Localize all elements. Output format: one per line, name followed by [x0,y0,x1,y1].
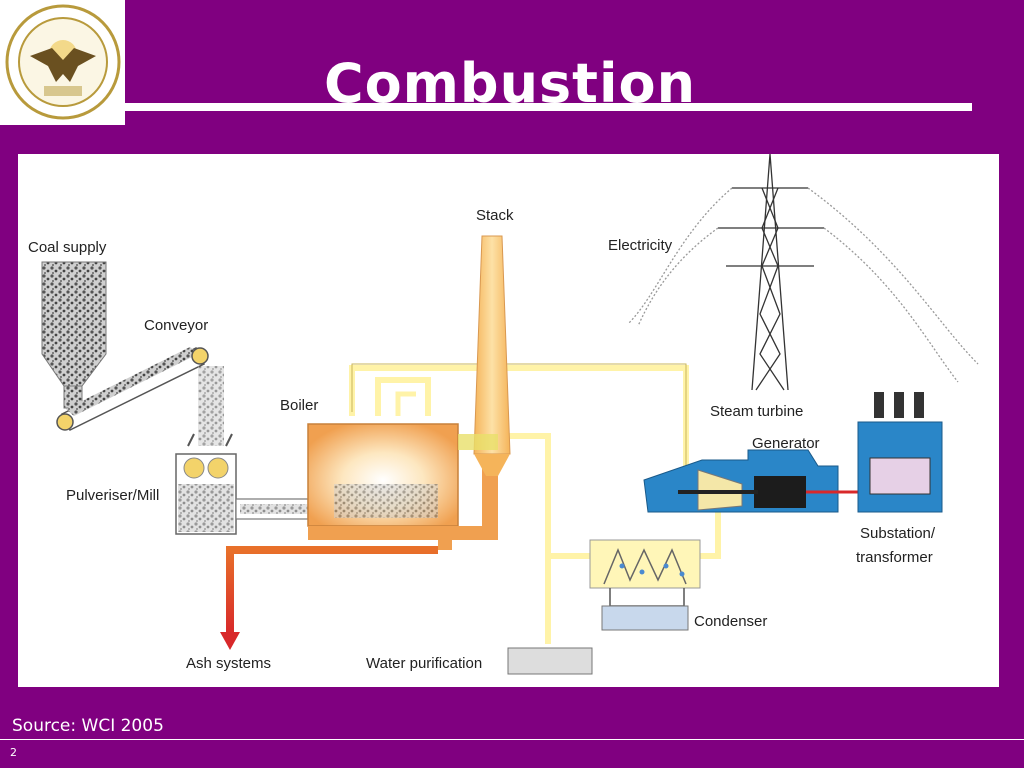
condenser-label: Condenser [694,613,767,630]
stack [458,235,511,540]
stack-label: Stack [476,207,514,224]
generator-label: Generator [752,435,820,452]
source-citation: Source: WCI 2005 [12,716,164,736]
condenser [589,539,701,631]
steam-turbine-label: Steam turbine [710,403,803,420]
substation-label-line2: transformer [856,549,933,566]
steam-turbine-generator [643,449,858,513]
pulveriser-mill [175,433,309,535]
water-purification-label: Water purification [366,655,482,672]
pulveriser-label: Pulveriser/Mill [66,487,159,504]
page-number: 2 [10,746,17,759]
coal-hopper [41,261,107,409]
boiler [307,423,496,550]
conveyor-belt [56,346,209,432]
ash-systems-label: Ash systems [186,655,271,672]
logo-container [0,0,125,125]
title-underline [125,103,972,111]
ash-arrow [220,546,438,650]
water-purification-unit [507,647,593,675]
falling-coal [198,366,224,446]
conveyor-label: Conveyor [144,317,208,334]
power-plant-diagram: Coal supply Conveyor Pulveriser/Mill Boi… [18,154,999,687]
boiler-label: Boiler [280,397,318,414]
substation-transformer [857,392,943,513]
electricity-pylon [627,154,979,391]
electricity-label: Electricity [608,237,673,254]
university-eagle-seal-icon [5,4,121,120]
substation-label-line1: Substation/ [860,525,936,542]
coal-supply-label: Coal supply [28,239,107,256]
footer-divider [0,739,1024,740]
steam-pipes [349,363,721,644]
